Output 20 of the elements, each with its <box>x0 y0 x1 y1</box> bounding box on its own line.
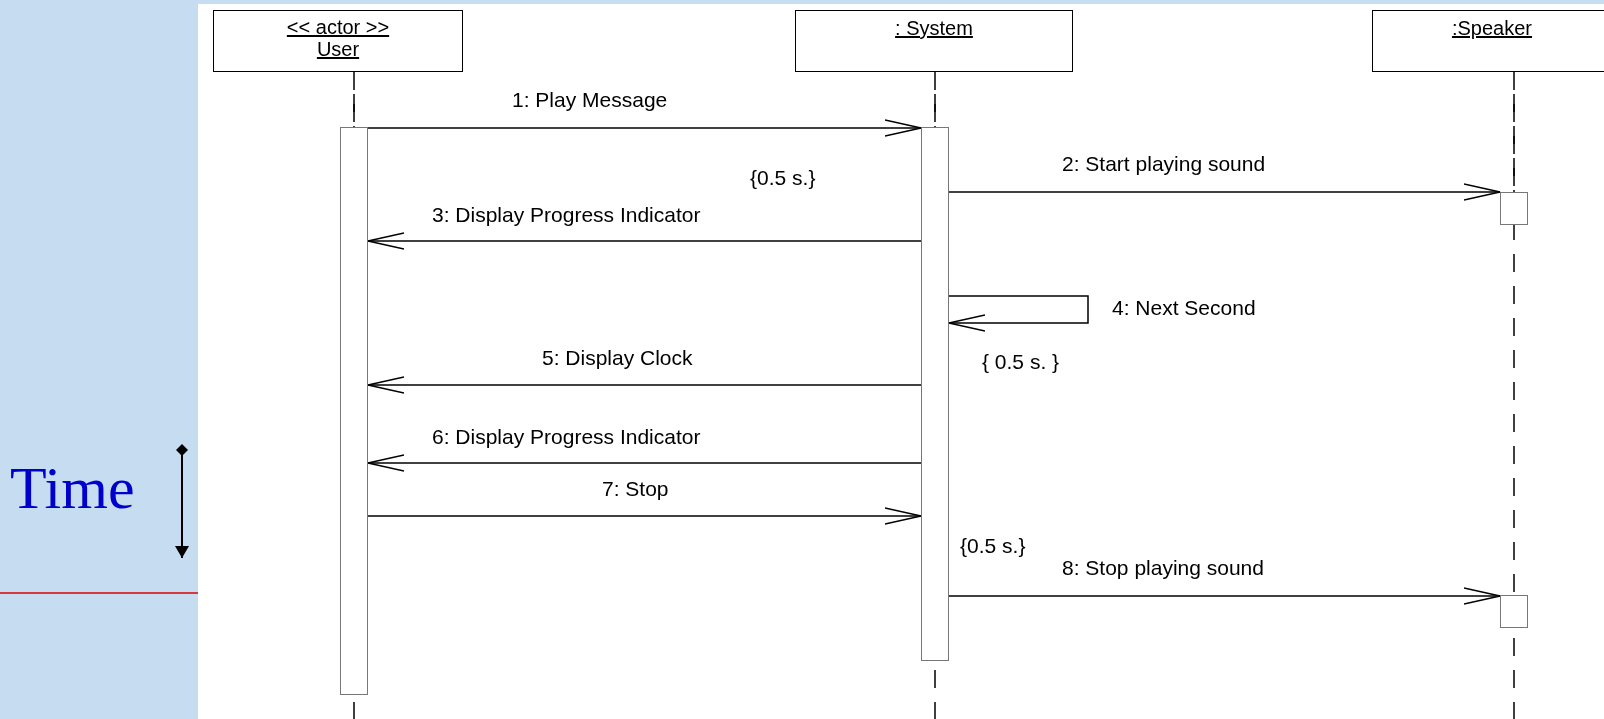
message-arrow <box>367 232 922 250</box>
activation-bar <box>340 127 368 695</box>
message-arrow <box>948 587 1501 605</box>
activation-bar <box>1500 192 1528 225</box>
activation-bar <box>921 127 949 661</box>
object-box <box>1372 10 1604 72</box>
activation-bar <box>1500 595 1528 628</box>
self-message-arrow <box>948 295 1089 332</box>
object-name: << actor >> <box>285 16 391 38</box>
object-name: :Speaker <box>1450 17 1534 39</box>
object-name: User <box>315 38 361 60</box>
message-arrow <box>367 454 922 472</box>
axis-label: Time <box>9 458 136 518</box>
message-arrow <box>367 119 922 137</box>
message-arrow <box>367 376 922 394</box>
message-arrow <box>948 183 1501 201</box>
object-name: : System <box>894 17 974 39</box>
message-arrow <box>367 507 922 525</box>
object-box <box>795 10 1073 72</box>
object-box <box>213 10 463 72</box>
